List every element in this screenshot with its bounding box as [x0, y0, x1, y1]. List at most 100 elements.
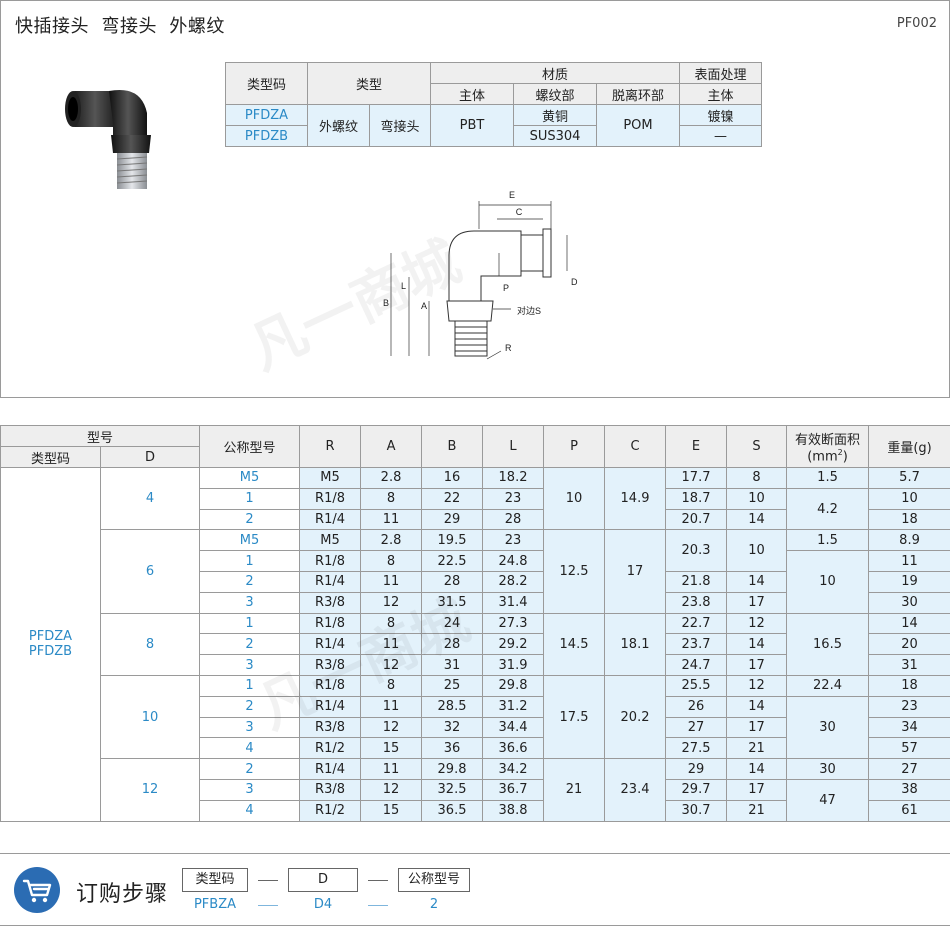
l-cell: 28.2	[482, 570, 545, 593]
weight-cell: 30	[868, 591, 950, 614]
a-cell: 15	[360, 737, 423, 760]
r-cell: R1/8	[299, 674, 362, 697]
b-cell: 25	[421, 674, 484, 697]
order-connector	[368, 880, 388, 881]
order-steps-panel: 订购步骤 类型码 D 公称型号 PFBZA D4 2	[0, 853, 950, 926]
dim-label-d: D	[571, 277, 578, 287]
p-cell: 12.5	[543, 529, 606, 614]
weight-cell: 14	[868, 612, 950, 635]
dim-label-l: L	[401, 281, 406, 291]
spec-surface-cell: 镀镍	[679, 104, 762, 126]
order-steps-title: 订购步骤	[76, 882, 169, 907]
dim-label-p: P	[503, 283, 509, 293]
r-cell: R3/8	[299, 654, 362, 676]
l-cell: 31.2	[482, 695, 545, 718]
nominal-cell: 3	[199, 778, 301, 801]
spec-header-type: 类型	[307, 62, 431, 105]
weight-cell: 5.7	[868, 467, 950, 489]
e-cell: 27	[665, 716, 728, 739]
nominal-cell: 2	[199, 758, 301, 780]
product-spec-panel: 快插接头 弯接头 外螺纹 PF002 类型码 类型 材质 表面处理 主体 螺纹部…	[0, 0, 950, 398]
dim-label-r: R	[505, 343, 512, 353]
e-cell: 24.7	[665, 654, 728, 676]
area-cell: 30	[786, 758, 870, 780]
p-cell: 14.5	[543, 612, 606, 676]
r-cell: R3/8	[299, 778, 362, 801]
r-cell: R1/8	[299, 550, 362, 572]
s-cell: 10	[726, 529, 788, 572]
b-cell: 28	[421, 570, 484, 593]
weight-cell: 19	[868, 570, 950, 593]
nominal-cell: M5	[199, 467, 301, 489]
l-cell: 31.4	[482, 591, 545, 614]
c-cell: 17	[604, 529, 667, 614]
l-cell: 29.2	[482, 633, 545, 656]
c-cell: 18.1	[604, 612, 667, 676]
s-cell: 17	[726, 778, 788, 801]
order-step-nominal-value: 2	[429, 897, 439, 912]
l-cell: 38.8	[482, 799, 545, 822]
weight-cell: 11	[868, 550, 950, 572]
b-cell: 36	[421, 737, 484, 760]
nominal-cell: 3	[199, 716, 301, 739]
header-weight: 重量(g)	[868, 425, 950, 468]
r-cell: R1/8	[299, 487, 362, 510]
a-cell: 11	[360, 508, 423, 531]
l-cell: 29.8	[482, 674, 545, 697]
b-cell: 28	[421, 633, 484, 656]
e-cell: 20.7	[665, 508, 728, 531]
s-cell: 14	[726, 695, 788, 718]
r-cell: R3/8	[299, 591, 362, 614]
product-photo	[65, 89, 151, 189]
s-cell: 21	[726, 799, 788, 822]
b-cell: 32.5	[421, 778, 484, 801]
r-cell: R1/4	[299, 758, 362, 780]
weight-cell: 57	[868, 737, 950, 760]
b-cell: 28.5	[421, 695, 484, 718]
b-cell: 36.5	[421, 799, 484, 822]
nominal-cell: 3	[199, 591, 301, 614]
a-cell: 11	[360, 758, 423, 780]
b-cell: 31.5	[421, 591, 484, 614]
p-cell: 21	[543, 758, 606, 822]
s-cell: 14	[726, 570, 788, 593]
s-cell: 12	[726, 612, 788, 635]
e-cell: 17.7	[665, 467, 728, 489]
s-cell: 17	[726, 591, 788, 614]
spec-header-surface: 表面处理	[679, 62, 762, 84]
l-cell: 18.2	[482, 467, 545, 489]
header-a: A	[360, 425, 423, 468]
r-cell: R1/4	[299, 508, 362, 531]
nominal-cell: 2	[199, 695, 301, 718]
area-cell: 10	[786, 550, 870, 614]
s-cell: 12	[726, 674, 788, 697]
spec-thread-material: 黄铜	[513, 104, 597, 126]
spec-code-cell: PFDZA	[225, 104, 308, 126]
area-cell: 1.5	[786, 467, 870, 489]
order-step-d-value: D4	[313, 897, 333, 912]
nominal-cell: 2	[199, 633, 301, 656]
e-cell: 26	[665, 695, 728, 718]
dim-label-s: 对边S	[517, 305, 541, 316]
c-cell: 14.9	[604, 466, 667, 531]
e-cell: 21.8	[665, 570, 728, 593]
spec-table: 类型码 类型 材质 表面处理 主体 螺纹部 脱离环部 主体 PFDZA 外螺纹 …	[225, 62, 762, 147]
b-cell: 22.5	[421, 550, 484, 572]
header-s: S	[726, 425, 788, 468]
spec-body-material: PBT	[430, 104, 514, 147]
order-step-d-box: D	[288, 868, 358, 892]
a-cell: 12	[360, 654, 423, 676]
d-cell: 4	[99, 466, 201, 531]
header-area: 有效断面积(mm2)	[786, 425, 870, 468]
nominal-cell: 1	[199, 674, 301, 697]
weight-cell: 18	[868, 508, 950, 531]
dimension-table: 型号 公称型号 R A B L P C E S 有效断面积(mm2) 重量(g)…	[0, 425, 950, 822]
l-cell: 24.8	[482, 550, 545, 572]
weight-cell: 38	[868, 778, 950, 801]
